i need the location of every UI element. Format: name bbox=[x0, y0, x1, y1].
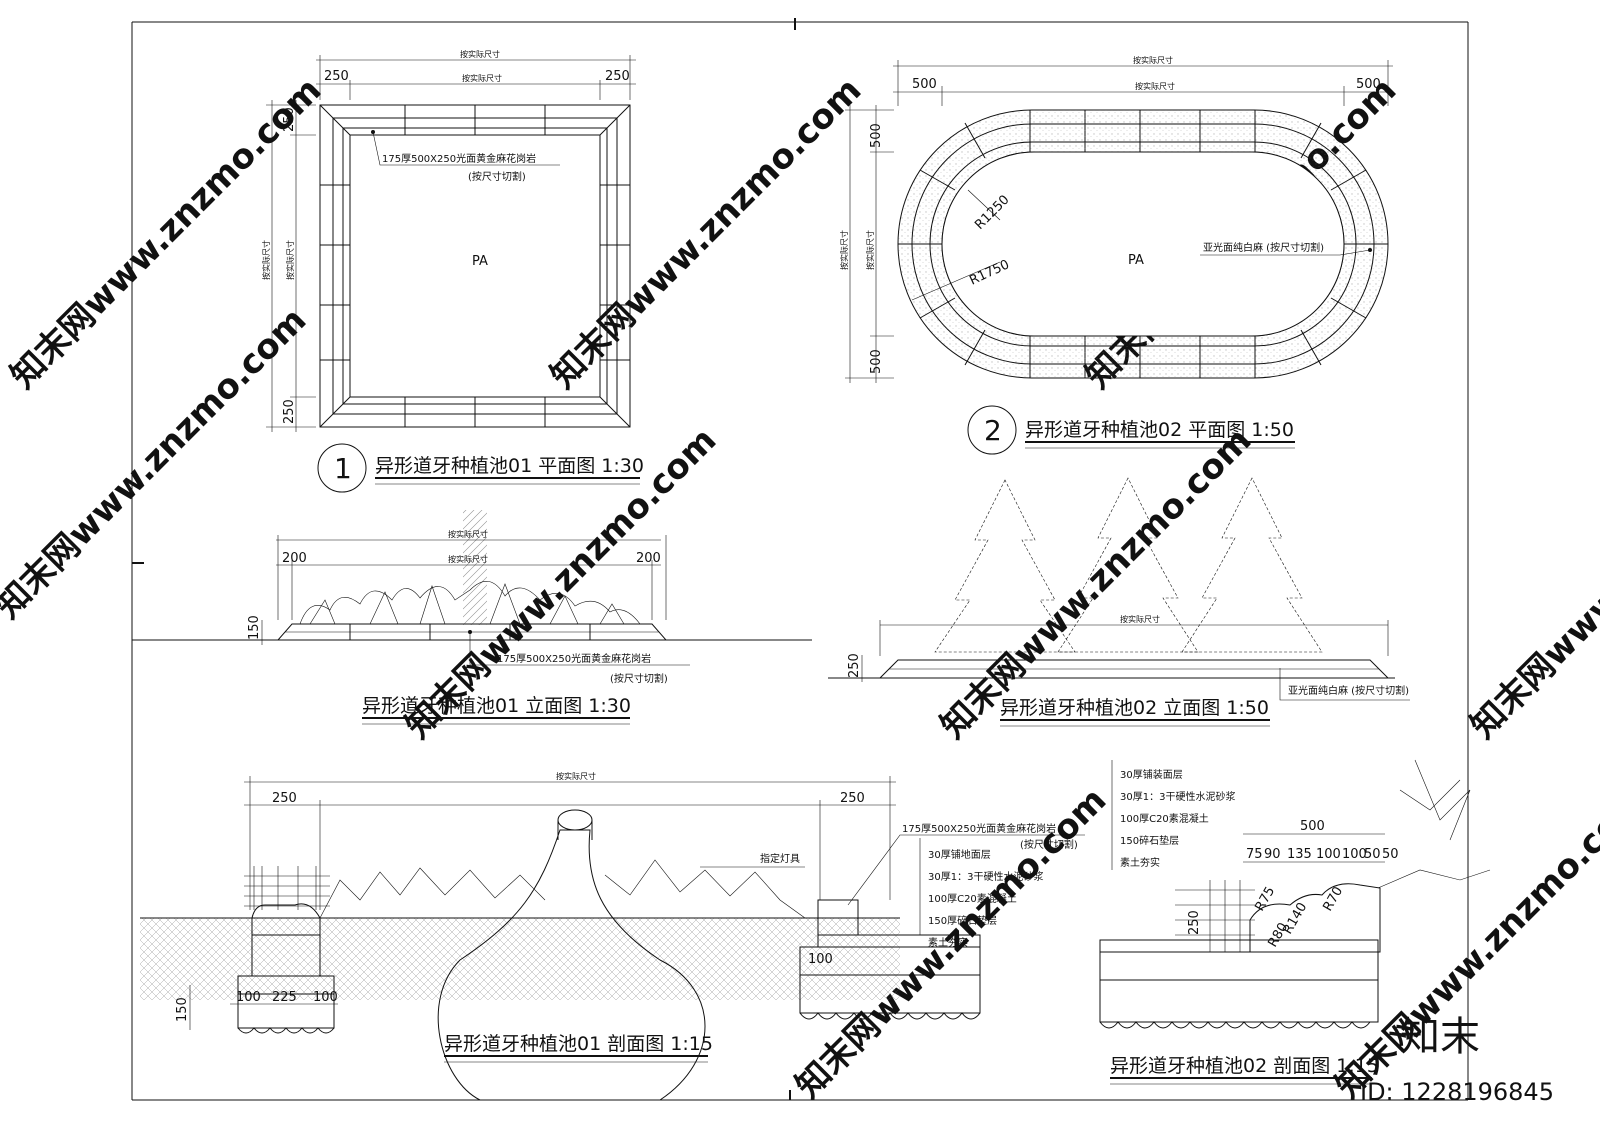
elev01-dim-height: 150 bbox=[247, 615, 262, 640]
tree-icon bbox=[934, 479, 1076, 653]
watermark: 知末网www.znzmo.com bbox=[1463, 420, 1600, 746]
plan02-dim-top: 500 bbox=[869, 123, 884, 148]
section02-layer-5: 素土夯实 bbox=[1120, 856, 1160, 869]
plan01-dim-bottom: 250 bbox=[282, 399, 297, 424]
plan02-white-granite-note: 亚光面纯白麻 (按尺寸切割) bbox=[1203, 241, 1324, 254]
elev02-dim-height: 250 bbox=[847, 653, 862, 678]
plan01-cut-note: (按尺寸切割) bbox=[468, 170, 526, 183]
plan02-dim-right: 500 bbox=[1356, 77, 1381, 92]
section01-dim-225: 225 bbox=[272, 990, 297, 1005]
elev02-title: 异形道牙种植池02 立面图 1:50 bbox=[1000, 697, 1269, 719]
section01-cut-note: (按尺寸切割) bbox=[1020, 838, 1078, 851]
tree-icon bbox=[1181, 477, 1323, 653]
section02-dim-250: 250 bbox=[1187, 910, 1202, 935]
plan01-dim-right: 250 bbox=[605, 69, 630, 84]
brand-logo: 知末 bbox=[1400, 1014, 1480, 1060]
section01-dim-100a: 100 bbox=[236, 990, 261, 1005]
elevation-02-view: 按实际尺寸 250 亚光面纯白麻 (按尺寸切割) 异形道牙种植池02 立面图 1… bbox=[828, 477, 1410, 727]
plan01-width-label: 按实际尺寸 bbox=[460, 49, 500, 59]
section01-dim-100b: 100 bbox=[313, 990, 338, 1005]
section01-layer-1: 30厚铺地面层 bbox=[928, 848, 991, 861]
section02-radius-2: R70 bbox=[1320, 884, 1346, 914]
section01-dim-100: 100 bbox=[808, 952, 833, 967]
watermark: 知末网www.znzmo.com bbox=[543, 70, 869, 396]
section01-layer-3: 100厚C20素混凝土 bbox=[928, 892, 1017, 905]
brand-overlay: 知末 ID: 1228196845 bbox=[1360, 1014, 1554, 1106]
section01-layer-2: 30厚1：3干硬性水泥砂浆 bbox=[928, 870, 1043, 883]
section02-subdim-6: 50 bbox=[1364, 847, 1381, 862]
plan02-number: 2 bbox=[984, 414, 1002, 447]
section02-radius-1: R75 bbox=[1252, 884, 1278, 914]
elev01-inner-width-label: 按实际尺寸 bbox=[448, 554, 488, 564]
plan01-height-label: 按实际尺寸 bbox=[261, 240, 271, 280]
section02-dim-500: 500 bbox=[1300, 819, 1325, 834]
tree-icon bbox=[1057, 477, 1199, 653]
plan01-number: 1 bbox=[334, 452, 352, 485]
plan02-dim-left: 500 bbox=[912, 77, 937, 92]
plan02-inner-width-label: 按实际尺寸 bbox=[1135, 81, 1175, 91]
plan01-pa-label: PA bbox=[472, 254, 488, 269]
section01-granite-note: 175厚500X250光面黄金麻花岗岩 bbox=[902, 822, 1056, 835]
elev01-cut-note: (按尺寸切割) bbox=[610, 672, 668, 685]
section02-subdim-2: 90 bbox=[1264, 847, 1281, 862]
plan01-title: 异形道牙种植池01 平面图 1:30 bbox=[375, 455, 644, 477]
elev02-white-granite-note: 亚光面纯白麻 (按尺寸切割) bbox=[1288, 684, 1409, 697]
plan02-dim-bottom: 500 bbox=[869, 349, 884, 374]
plan02-width-label: 按实际尺寸 bbox=[1133, 55, 1173, 65]
elev02-width-label: 按实际尺寸 bbox=[1120, 614, 1160, 624]
plan02-inner-height-label: 按实际尺寸 bbox=[865, 230, 875, 270]
elev01-granite-note: 175厚500X250光面黄金麻花岗岩 bbox=[497, 652, 651, 665]
section02-layer-4: 150碎石垫层 bbox=[1120, 834, 1179, 847]
plan01-inner-width-label: 按实际尺寸 bbox=[462, 73, 502, 83]
section02-title: 异形道牙种植池02 剖面图 1:15 bbox=[1110, 1055, 1379, 1077]
plan01-granite-note: 175厚500X250光面黄金麻花岗岩 bbox=[382, 152, 536, 165]
elevation-01-view: 按实际尺寸 按实际尺寸 200 200 150 175厚500X250光面黄金麻… bbox=[247, 510, 812, 725]
plan01-dim-left: 250 bbox=[324, 69, 349, 84]
section01-lamp-note: 指定灯具 bbox=[760, 852, 800, 865]
elev01-width-label: 按实际尺寸 bbox=[448, 529, 488, 539]
elev01-dim-right: 200 bbox=[636, 551, 661, 566]
section02-layer-2: 30厚1：3干硬性水泥砂浆 bbox=[1120, 790, 1235, 803]
section02-subdim-4: 100 bbox=[1316, 847, 1341, 862]
section02-layer-1: 30厚铺装面层 bbox=[1120, 768, 1183, 781]
elev01-dim-left: 200 bbox=[282, 551, 307, 566]
elev01-title: 异形道牙种植池01 立面图 1:30 bbox=[362, 695, 631, 717]
section02-subdim-3: 135 bbox=[1287, 847, 1312, 862]
section01-dim-150: 150 bbox=[175, 997, 190, 1022]
brand-id: ID: 1228196845 bbox=[1360, 1078, 1554, 1106]
section02-subdim-1: 75 bbox=[1246, 847, 1263, 862]
plan-01-view: 按实际尺寸 按实际尺寸 250 250 250 250 按实际尺寸 按实际尺寸 … bbox=[261, 49, 644, 493]
plan02-height-label: 按实际尺寸 bbox=[839, 230, 849, 270]
section01-title: 异形道牙种植池01 剖面图 1:15 bbox=[444, 1033, 713, 1055]
section01-dim-right: 250 bbox=[840, 791, 865, 806]
plan02-pa-label: PA bbox=[1128, 253, 1144, 268]
plan-02-view: 按实际尺寸 按实际尺寸 500 500 500 500 按实际尺寸 按实际尺寸 … bbox=[839, 55, 1393, 455]
section01-width-label: 按实际尺寸 bbox=[556, 771, 596, 781]
section02-subdim-7: 50 bbox=[1382, 847, 1399, 862]
plan02-title: 异形道牙种植池02 平面图 1:50 bbox=[1025, 419, 1294, 441]
section-01-view: 按实际尺寸 250 250 100 225 100 150 100 175厚50… bbox=[140, 771, 1085, 1101]
section01-dim-left: 250 bbox=[272, 791, 297, 806]
section01-layer-5: 素土夯实 bbox=[928, 936, 968, 949]
plan01-dim-top: 250 bbox=[282, 107, 297, 132]
section01-layer-4: 150厚碎石垫层 bbox=[928, 914, 997, 927]
section02-subdim-5: 100 bbox=[1342, 847, 1367, 862]
plan01-inner-height-label: 按实际尺寸 bbox=[285, 240, 295, 280]
section02-layer-3: 100厚C20素混凝土 bbox=[1120, 812, 1209, 825]
